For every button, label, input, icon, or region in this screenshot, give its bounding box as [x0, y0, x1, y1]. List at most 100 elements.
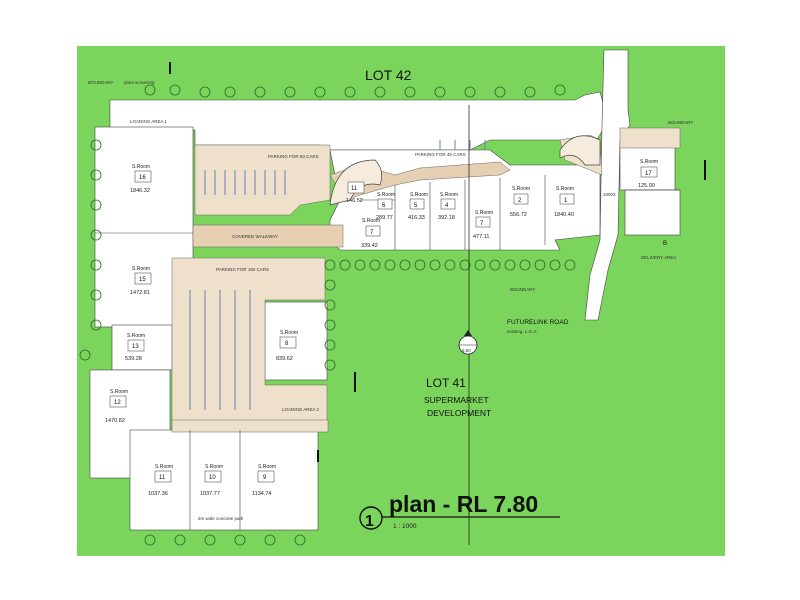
svg-text:1840.40: 1840.40 — [554, 212, 574, 218]
svg-text:5: 5 — [414, 203, 418, 209]
svg-text:11: 11 — [351, 186, 358, 192]
futurelink-road-label: FUTURELINK ROAD — [507, 319, 569, 326]
svg-text:S.Room: S.Room — [556, 186, 574, 192]
unit-11-kiosk: 11 146.52 — [346, 181, 365, 204]
svg-text:1470.82: 1470.82 — [105, 418, 125, 424]
unit-16: S.Room 16 1846.32 — [130, 164, 152, 194]
plan-scale: 1 : 1000 — [393, 523, 417, 530]
concrete-path-label: 2m wide concrete path — [198, 516, 244, 521]
svg-text:S.Room: S.Room — [110, 389, 128, 395]
svg-text:9: 9 — [263, 475, 267, 481]
svg-text:15: 15 — [139, 277, 146, 283]
svg-text:2: 2 — [518, 198, 522, 204]
svg-text:4: 4 — [445, 203, 449, 209]
delivery-area-label: DELIVERY AREA — [641, 255, 676, 260]
svg-text:S.Room: S.Room — [640, 159, 658, 165]
svg-text:556.72: 556.72 — [510, 212, 527, 218]
tree-row — [79, 84, 576, 546]
unit-2: S.Room 2 556.72 — [510, 186, 530, 218]
unit-5: S.Room 5 416.33 — [408, 192, 428, 221]
svg-text:S.Room: S.Room — [440, 192, 458, 198]
svg-text:S.Room: S.Room — [512, 186, 530, 192]
svg-text:S.Room: S.Room — [132, 164, 150, 170]
svg-text:S.Room: S.Room — [127, 333, 145, 339]
svg-text:S.Room: S.Room — [258, 464, 276, 470]
svg-text:7: 7 — [480, 221, 484, 227]
boundary-label-left: BOUNDARY — [88, 80, 113, 85]
svg-text:6.50: 6.50 — [462, 348, 471, 353]
development-line-2: DEVELOPMENT — [427, 408, 491, 418]
svg-text:146.52: 146.52 — [346, 198, 363, 204]
svg-text:7: 7 — [370, 230, 374, 236]
loading-area-1-label: LOADING AREA 1 — [130, 119, 168, 124]
covered-walkway-label: COVERED WALKWAY — [232, 234, 278, 239]
svg-text:11: 11 — [159, 475, 166, 481]
svg-text:S.Room: S.Room — [377, 192, 395, 198]
parking-93-label: PARKING FOR 93 CARS — [268, 154, 319, 159]
svg-text:289.77: 289.77 — [376, 215, 393, 221]
north-marker: 6.50 — [458, 330, 478, 355]
svg-text:839.62: 839.62 — [276, 356, 293, 362]
section-markers — [169, 62, 706, 545]
svg-text:S.Room: S.Room — [205, 464, 223, 470]
building-footprint — [89, 49, 681, 531]
svg-text:1: 1 — [564, 198, 568, 204]
svg-text:416.33: 416.33 — [408, 215, 425, 221]
loading-area-2-label: LOADING AREA 2 — [282, 407, 320, 412]
svg-text:8: 8 — [285, 341, 289, 347]
boundary-label-mid: BOUNDARY — [510, 287, 535, 292]
svg-text:10: 10 — [209, 475, 216, 481]
svg-text:1846.32: 1846.32 — [130, 188, 150, 194]
plan-title: 1 plan - RL 7.80 1 : 1000 — [359, 491, 560, 530]
unit-7-left: S.Room 7 339.42 — [361, 218, 381, 249]
unit-13: S.Room 13 539.28 — [125, 333, 145, 362]
unit-9: S.Room 9 1134.74 — [252, 464, 276, 497]
svg-text:6: 6 — [382, 203, 386, 209]
svg-text:17: 17 — [645, 171, 652, 177]
unit-12: S.Room 12 1470.82 — [105, 389, 128, 424]
svg-text:477.11: 477.11 — [473, 234, 489, 240]
svg-text:1037.77: 1037.77 — [200, 491, 220, 497]
svg-text:S.Room: S.Room — [362, 218, 380, 224]
unit-8: S.Room 8 839.62 — [276, 330, 298, 362]
svg-text:S.Room: S.Room — [155, 464, 173, 470]
svg-text:125.00: 125.00 — [638, 183, 655, 189]
lot-41-label: LOT 41 — [426, 376, 466, 390]
unit-4: S.Room 4 392.18 — [438, 192, 458, 221]
boundary-label-right: BOUNDARY — [668, 120, 693, 125]
plant-screening-label: plant screening — [124, 80, 155, 85]
parking-150-label: PARKING FOR 150 CARS — [216, 267, 269, 272]
svg-text:392.18: 392.18 — [438, 215, 455, 221]
unit-17: S.Room 17 125.00 — [638, 159, 658, 189]
unit-dividers — [95, 175, 680, 530]
svg-text:16: 16 — [139, 175, 146, 181]
svg-text:S.Room: S.Room — [280, 330, 298, 336]
svg-text:S.Room: S.Room — [410, 192, 428, 198]
svg-text:1037.36: 1037.36 — [148, 491, 168, 497]
unit-1: S.Room 1 1840.40 — [554, 186, 575, 218]
development-line-1: SUPERMARKET — [424, 395, 489, 405]
svg-text:539.28: 539.28 — [125, 356, 142, 362]
unit-6: S.Room 6 289.77 — [376, 192, 395, 221]
plan-title-text: plan - RL 7.80 — [389, 491, 538, 517]
plan-number: 1 — [365, 513, 374, 530]
unit-15: S.Room 15 1472.81 — [130, 266, 152, 296]
svg-text:339.42: 339.42 — [361, 243, 378, 249]
unit-11-bottom: S.Room 11 1037.36 — [148, 464, 173, 497]
svg-text:12: 12 — [114, 400, 121, 406]
parking-bays — [189, 140, 486, 410]
b-marker: B — [663, 241, 667, 247]
svg-text:13: 13 — [132, 344, 139, 350]
svg-text:1472.81: 1472.81 — [130, 290, 150, 296]
svg-text:S.Room: S.Room — [132, 266, 150, 272]
unit-7-right: S.Room 7 477.11 — [473, 210, 493, 240]
lot-42-label: LOT 42 — [365, 67, 412, 83]
counter-label: 10003 — [603, 192, 616, 197]
unit-10: S.Room 10 1037.77 — [200, 464, 223, 497]
svg-text:S.Room: S.Room — [475, 210, 493, 216]
road-sub-label: existing, L.G.A. — [507, 329, 538, 334]
svg-text:1134.74: 1134.74 — [252, 491, 271, 497]
right-canopy — [559, 135, 601, 166]
parking-46-label: PARKING FOR 46 CARS — [415, 152, 466, 157]
